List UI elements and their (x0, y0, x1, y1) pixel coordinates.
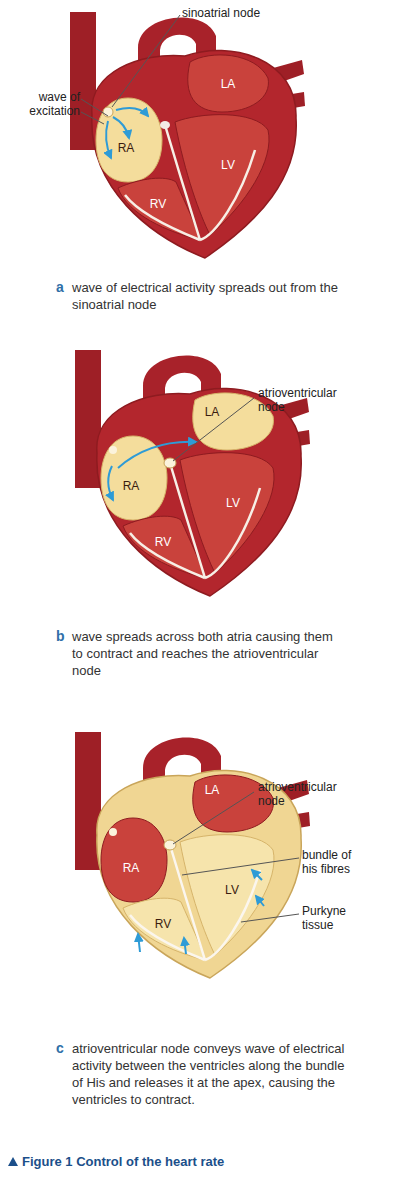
chamber-label: RA (123, 861, 140, 875)
illustration-shape (188, 55, 269, 112)
illustration-shape (164, 840, 176, 850)
part-label: bundle of his fibres (302, 848, 360, 876)
illustration-shape (112, 15, 180, 107)
heart-a (70, 12, 305, 258)
illustration-shape (173, 792, 254, 844)
caption-triangle (8, 1157, 18, 1166)
illustration-shape (113, 117, 129, 138)
wave-arrows-c (138, 870, 264, 954)
panel-letter: b (56, 628, 65, 645)
illustration-shape (101, 818, 167, 902)
panel-caption: wave of electrical activity spreads out … (72, 279, 340, 313)
illustration-shape (109, 446, 117, 454)
part-label: sinoatrial node (182, 6, 302, 20)
leader-lines-b (173, 398, 254, 461)
panel-letter: c (56, 1040, 64, 1057)
illustration-shape (184, 938, 186, 954)
panel-caption: wave spreads across both atria causing t… (72, 628, 340, 679)
illustration-shape (241, 914, 299, 922)
part-label: atrioventricular node (258, 780, 358, 808)
part-label: atrioventricular node (258, 386, 358, 414)
leader-lines-a (81, 15, 180, 124)
chamber-label: LV (226, 496, 240, 510)
part-label: Purkyne tissue (302, 904, 360, 932)
chamber-label: RV (155, 917, 171, 931)
illustration-shape (182, 858, 299, 875)
illustration-shape (173, 398, 254, 461)
chamber-label: LA (205, 783, 220, 797)
wave-arrows-b (108, 442, 196, 500)
illustration-shape (118, 178, 200, 240)
chamber-label: RV (155, 535, 171, 549)
figure-caption: Figure 1 Control of the heart rate (22, 1153, 224, 1170)
illustration-shape (123, 898, 205, 960)
illustration-shape (96, 98, 162, 182)
part-label: wave of excitation (18, 90, 80, 118)
chamber-label: RV (150, 197, 166, 211)
illustration-shape (108, 466, 113, 500)
illustration-shape (81, 99, 108, 116)
leader-lines-c (173, 792, 299, 922)
illustration-shape (109, 828, 117, 836)
illustration-shape (138, 934, 140, 952)
illustration-shape (256, 896, 264, 906)
panel-caption: atrioventricular node conveys wave of el… (72, 1040, 350, 1108)
illustration-shape (81, 112, 104, 124)
illustration-shape (125, 125, 255, 240)
illustration-shape (118, 442, 196, 468)
chamber-label: RA (123, 479, 140, 493)
wave-arrows-a (106, 108, 148, 158)
chamber-label: LV (225, 883, 239, 897)
illustration-shape (101, 436, 167, 520)
illustration-shape (160, 121, 170, 129)
panel-letter: a (56, 279, 64, 296)
chamber-label: LA (221, 77, 236, 91)
illustration-shape (97, 388, 301, 596)
chamber-label: LA (205, 405, 220, 419)
illustration-shape (252, 870, 262, 880)
illustration-shape (130, 845, 260, 960)
illustration-shape (106, 121, 111, 158)
heart-c (75, 732, 310, 978)
chamber-label: LV (221, 158, 235, 172)
chamber-label: RA (118, 141, 135, 155)
illustration-shape (123, 516, 205, 578)
illustration-shape (92, 50, 296, 258)
illustration-shape (116, 108, 148, 116)
illustration-shape (130, 463, 260, 578)
